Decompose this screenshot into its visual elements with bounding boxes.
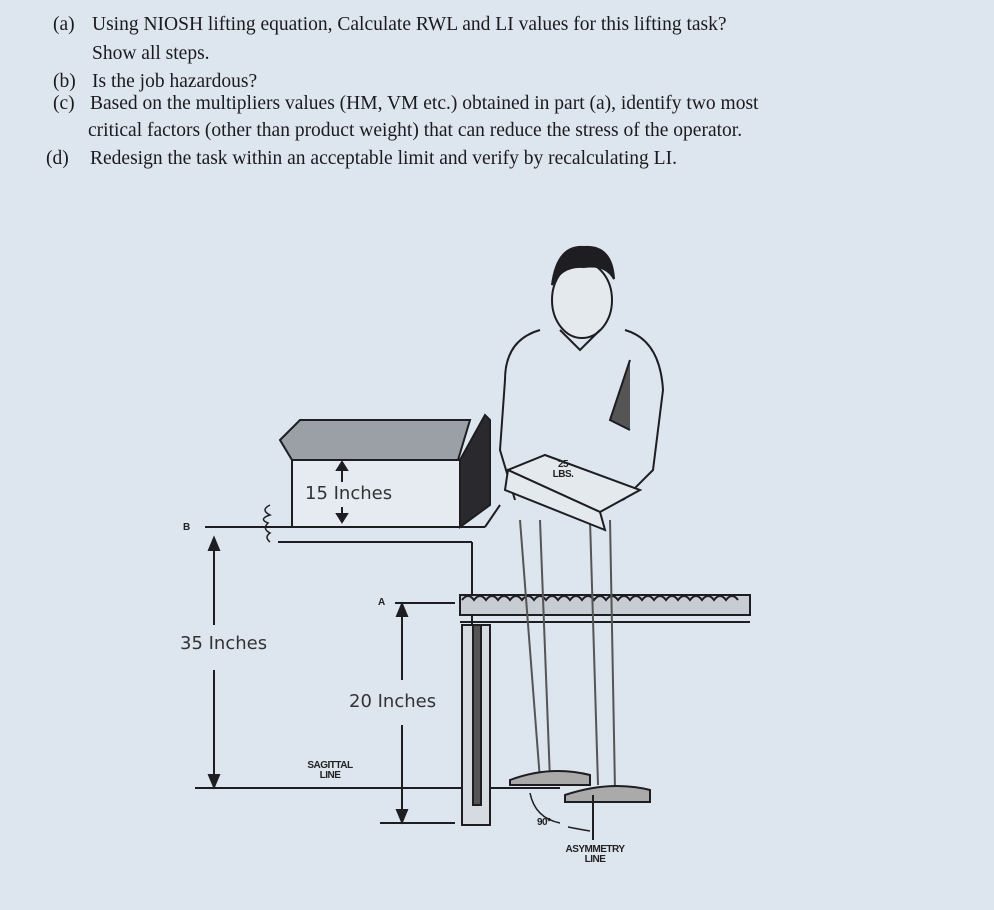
sagittal-line-label: SAGITTAL LINE (290, 761, 370, 781)
question-a-text: Using NIOSH lifting equation, Calculate … (92, 14, 727, 35)
point-a-label: A (378, 597, 385, 608)
asymmetry-line-label: ASYMMETRY LINE (550, 845, 640, 865)
load-label: 25 LBS. (548, 460, 578, 480)
question-a-text-2: Show all steps. (92, 43, 210, 64)
destination-height-label: 20 Inches (349, 691, 437, 712)
question-d-label: (d) (46, 148, 69, 169)
question-c-text-2: critical factors (other than product wei… (88, 120, 743, 141)
question-b-label: (b) (53, 71, 76, 92)
question-c-text: Based on the multipliers values (HM, VM … (90, 93, 759, 114)
carried-box (503, 453, 643, 532)
destination-height-dimension (380, 601, 455, 825)
load-weight: 25 (557, 459, 569, 470)
question-b-text: Is the job hazardous? (92, 71, 258, 92)
question-c-label: (c) (53, 93, 75, 114)
worker-figure (498, 245, 665, 803)
sagittal-line-text: LINE (319, 770, 341, 781)
asymmetry-text: ASYMMETRY (565, 844, 625, 855)
origin-height-label: 35 Inches (180, 633, 268, 654)
origin-height-dimension (195, 535, 560, 790)
asymmetry-line-text: LINE (584, 854, 606, 865)
angle-label: 90° (537, 817, 551, 828)
box-height-label: 15 Inches (305, 483, 393, 504)
load-unit: LBS. (552, 469, 574, 480)
point-b-label: B (183, 522, 190, 533)
asymmetry-indicator (529, 792, 594, 840)
open-box (278, 413, 491, 529)
question-a-label: (a) (53, 14, 75, 35)
sagittal-text: SAGITTAL (307, 760, 353, 771)
conveyor (459, 594, 751, 826)
question-d-text: Redesign the task within an acceptable l… (90, 148, 677, 169)
